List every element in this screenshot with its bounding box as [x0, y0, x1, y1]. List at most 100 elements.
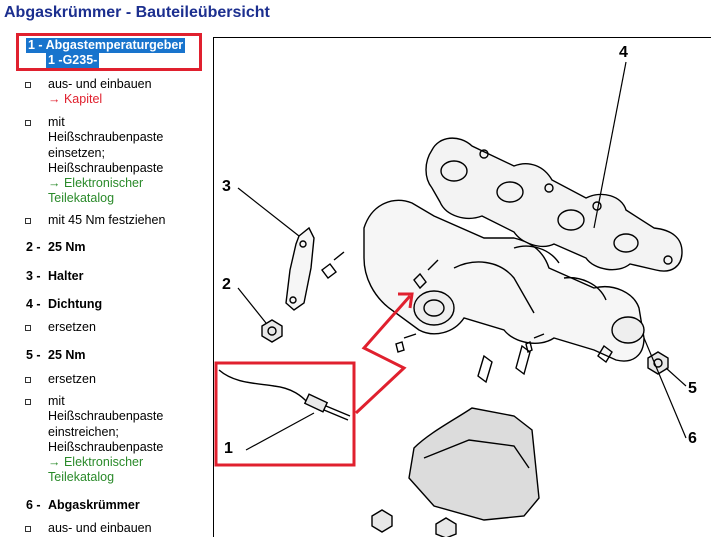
manifold-runner	[453, 261, 535, 314]
manifold-flange	[413, 290, 455, 326]
item-label: 25 Nm	[48, 348, 86, 362]
sub-text: Heißschraubenpaste	[48, 409, 164, 424]
item-3-head[interactable]: 3 - Halter	[26, 269, 83, 283]
item-number: 3 -	[26, 269, 41, 283]
sensor-body	[303, 393, 329, 413]
leader-line	[643, 337, 687, 439]
page-title: Abgaskrümmer - Bauteileübersicht	[4, 4, 270, 21]
list-item: aus- und einbauen → Kapitel	[25, 77, 152, 108]
stud	[321, 251, 345, 279]
bracket-hole	[289, 296, 297, 304]
callout-5: 5	[688, 380, 697, 397]
bullet-icon	[25, 325, 31, 331]
list-item: ersetzen	[25, 320, 96, 335]
bullet-icon	[25, 218, 31, 224]
bullet-icon	[25, 82, 31, 88]
callout-2: 2	[222, 276, 231, 293]
callout-3: 3	[222, 178, 231, 195]
selection-frame	[16, 33, 202, 71]
item-label: 1 -G235-	[48, 53, 98, 67]
sub-text: aus- und einbauen	[48, 77, 152, 91]
item-number: 5 -	[26, 348, 41, 362]
item-6-head[interactable]: 6 -Abgaskrümmer	[26, 498, 140, 512]
gasket-port	[613, 233, 639, 253]
gasket-port	[557, 209, 585, 231]
parts-catalog-link[interactable]: → Elektronischer	[48, 455, 144, 470]
leader-line	[237, 287, 267, 324]
bracket-hole	[299, 240, 307, 248]
stud	[395, 333, 417, 353]
nut	[261, 319, 283, 343]
item-label: Abgastemperaturgeber	[45, 38, 184, 52]
exploded-view-figure: 4 3 2 5 6 1	[213, 37, 711, 537]
item-number: 1 -	[28, 38, 43, 52]
item-2-head[interactable]: 2 - 25 Nm	[26, 240, 86, 254]
nut	[647, 351, 669, 375]
manifold-flange-port	[423, 299, 445, 317]
callout-6: 6	[688, 430, 697, 447]
gasket-shape	[425, 137, 683, 272]
item-5-head[interactable]: 5 - 25 Nm	[26, 348, 86, 362]
item-label: Dichtung	[48, 297, 103, 311]
bullet-icon	[25, 399, 31, 405]
parts-catalog-link[interactable]: Teilekatalog	[48, 191, 115, 206]
bracket-shape	[285, 226, 315, 311]
bullet-icon	[25, 526, 31, 532]
gasket-hole	[663, 255, 673, 265]
chapter-link[interactable]: → Kapitel	[48, 92, 103, 107]
item-number: 4 -	[26, 297, 41, 311]
manifold-runner	[513, 245, 560, 264]
sub-text: Heißschraubenpaste	[48, 130, 164, 145]
item-4-head[interactable]: 4 - Dichtung	[26, 297, 102, 311]
sub-text: Heißschraubenpaste	[48, 160, 164, 175]
sensor-thread	[323, 405, 351, 421]
item-number: 2 -	[26, 240, 41, 254]
gasket-port	[496, 181, 524, 203]
sub-text: mit	[48, 394, 65, 408]
item-number: 6 -	[26, 498, 41, 512]
sensor-cable	[218, 369, 310, 405]
parts-catalog-link[interactable]: Teilekatalog	[48, 470, 115, 485]
stud	[525, 333, 545, 354]
gasket-hole	[544, 183, 554, 193]
leader-line	[665, 367, 687, 387]
bullet-icon	[25, 120, 31, 126]
list-item: aus- und einbauen	[25, 521, 152, 536]
manifold-runner	[563, 276, 607, 301]
nut	[371, 509, 393, 533]
stud	[597, 344, 613, 364]
manifold-flange	[611, 316, 645, 344]
highlight-arrow	[354, 295, 412, 415]
sub-text: mit	[48, 115, 65, 129]
sub-text: ersetzen	[48, 372, 96, 386]
exhaust-manifold-drawing	[214, 61, 687, 537]
item-label: 25 Nm	[48, 240, 86, 254]
sub-text: ersetzen	[48, 320, 96, 334]
gasket-hole	[479, 149, 489, 159]
sub-text: mit 45 Nm festziehen	[48, 213, 166, 227]
leader-line	[593, 61, 627, 229]
arrowhead-icon	[398, 292, 414, 309]
bullet-icon	[25, 377, 31, 383]
item-label: Halter	[48, 269, 84, 283]
sub-text: Heißschraubenpaste	[48, 439, 164, 454]
sensor-highlight-frame	[214, 361, 356, 467]
sub-text: einsetzen;	[48, 145, 105, 160]
callout-4: 4	[619, 44, 628, 61]
nut-hole	[267, 326, 277, 336]
nut	[435, 517, 457, 537]
item-1-head-line2[interactable]: 1 -G235-	[46, 53, 100, 68]
sub-text: einstreichen;	[48, 424, 119, 439]
heat-shield-edge	[423, 439, 530, 469]
parts-catalog-link[interactable]: → Elektronischer	[48, 176, 144, 191]
item-1-head[interactable]: 1 - Abgastemperaturgeber	[26, 38, 186, 53]
sub-text: aus- und einbauen	[48, 521, 152, 535]
stud	[413, 259, 439, 290]
list-item: mit 45 Nm festziehen	[25, 213, 166, 228]
list-item: mit Heißschraubenpaste einsetzen; Heißsc…	[25, 115, 164, 207]
callout-1: 1	[224, 440, 233, 457]
list-item: ersetzen	[25, 372, 96, 387]
gasket-port	[440, 160, 468, 182]
stud	[477, 354, 493, 384]
leader-line	[245, 412, 315, 451]
